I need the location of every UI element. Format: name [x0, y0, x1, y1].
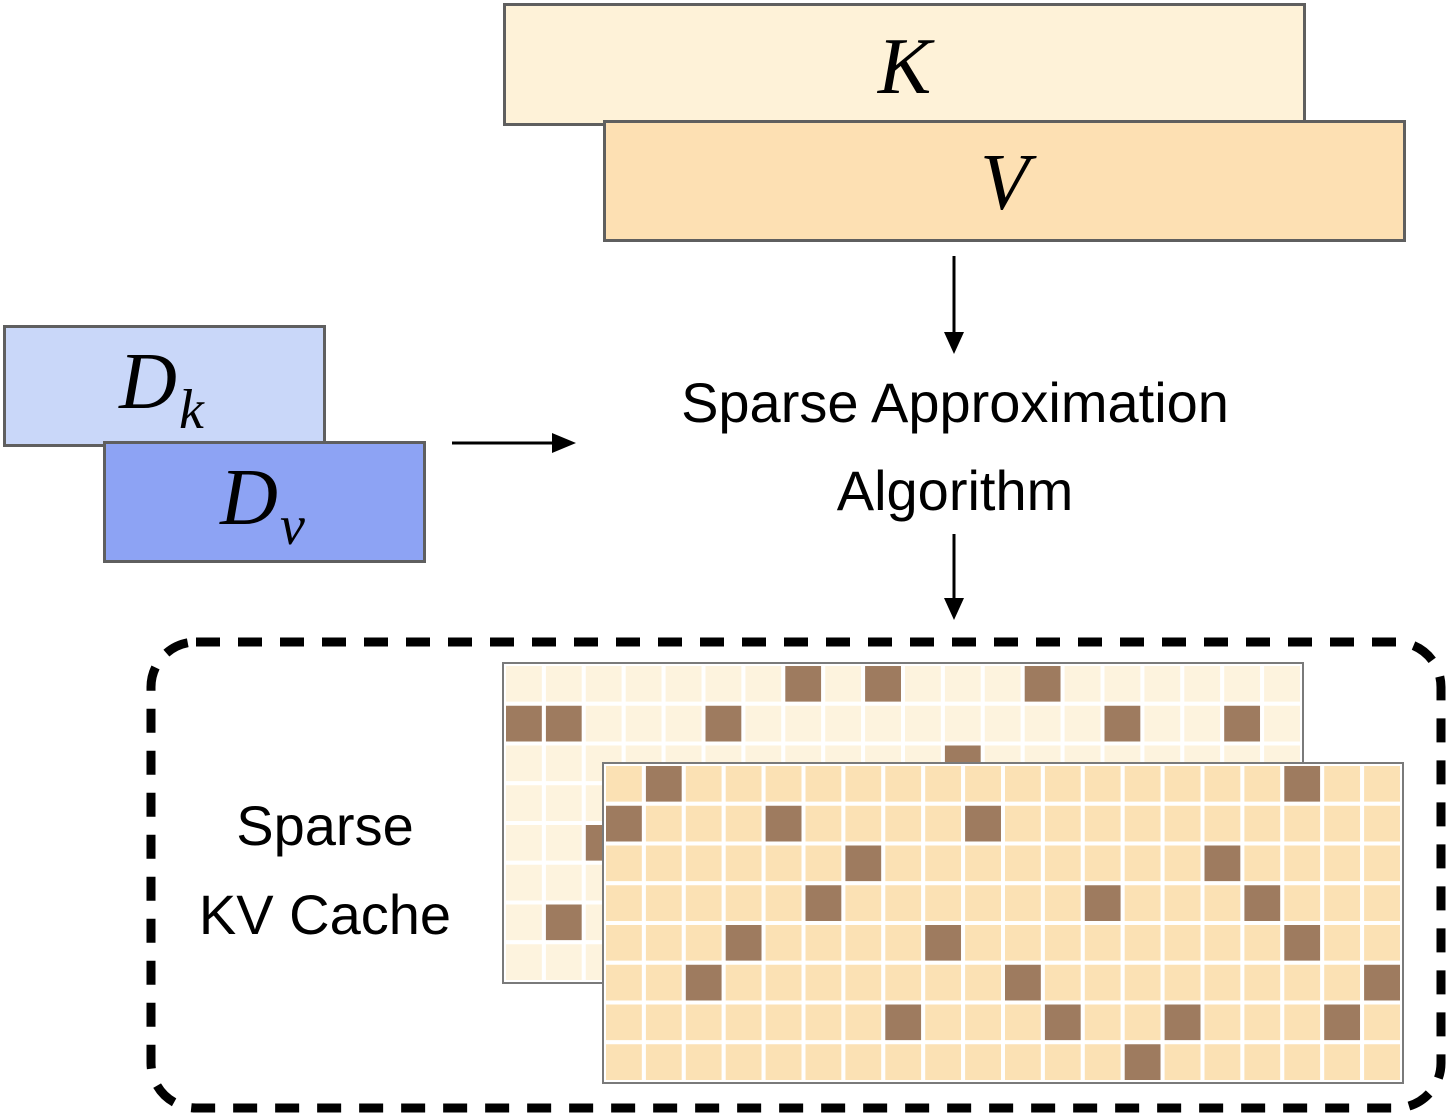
dv-block: Dv	[103, 441, 426, 563]
sparse-matrix-front-cells	[604, 764, 1402, 1082]
front-matrix-cell	[681, 801, 726, 846]
front-matrix-cell	[841, 1000, 886, 1045]
front-matrix-cell	[1001, 921, 1045, 965]
v-symbol: V	[980, 139, 1029, 227]
front-matrix-cell	[801, 1040, 846, 1082]
front-matrix-nonzero-cell	[841, 841, 886, 886]
front-matrix-cell	[961, 1000, 1006, 1045]
front-matrix-nonzero-cell	[961, 801, 1006, 846]
front-matrix-nonzero-cell	[921, 921, 966, 965]
front-matrix-cell	[1001, 1040, 1045, 1082]
arrow-algorithm-to-cache-head	[944, 598, 964, 620]
k-block: K	[503, 3, 1306, 126]
front-matrix-cell	[1040, 801, 1085, 846]
arrow-d-to-algorithm-head	[552, 433, 576, 453]
back-matrix-cell	[621, 701, 666, 746]
k-symbol: K	[877, 22, 932, 111]
front-matrix-nonzero-cell	[1280, 764, 1325, 806]
back-matrix-nonzero-cell	[701, 701, 746, 746]
front-matrix-cell	[761, 764, 806, 806]
back-matrix-nonzero-cell	[541, 701, 586, 746]
front-matrix-cell	[641, 921, 686, 965]
front-matrix-cell	[1040, 881, 1085, 925]
front-matrix-cell	[1360, 801, 1402, 846]
sparse-kv-cache-boundary	[146, 637, 1446, 1113]
front-matrix-cell	[921, 881, 966, 925]
cache-label-line1: Sparse	[236, 794, 414, 857]
front-matrix-nonzero-cell	[1120, 1040, 1165, 1082]
dk-symbol: Dk	[119, 338, 204, 441]
dv-subscript: v	[279, 494, 305, 557]
back-matrix-cell	[741, 701, 786, 746]
v-block: V	[603, 120, 1406, 242]
front-matrix-cell	[721, 764, 766, 806]
front-matrix-cell	[1200, 1040, 1245, 1082]
sparse-matrix-front	[602, 762, 1404, 1084]
front-matrix-cell	[681, 1040, 726, 1082]
algorithm-label-line1: Sparse Approximation	[681, 371, 1229, 434]
front-matrix-cell	[881, 960, 926, 1005]
front-matrix-cell	[801, 801, 846, 846]
algorithm-label-line2: Algorithm	[836, 459, 1074, 522]
dk-subscript: k	[178, 378, 204, 441]
front-matrix-cell	[1040, 960, 1085, 1005]
arrow-kv-to-algorithm-head	[944, 332, 964, 354]
front-matrix-cell	[841, 1040, 886, 1082]
dk-block: Dk	[3, 325, 326, 447]
front-matrix-cell	[881, 921, 926, 965]
front-matrix-cell	[921, 1000, 966, 1045]
front-matrix-cell	[1160, 921, 1205, 965]
dv-symbol: Dv	[220, 454, 305, 557]
cache-label-line2: KV Cache	[198, 883, 452, 946]
front-matrix-cell	[1360, 1040, 1402, 1082]
front-matrix-cell	[881, 801, 926, 846]
